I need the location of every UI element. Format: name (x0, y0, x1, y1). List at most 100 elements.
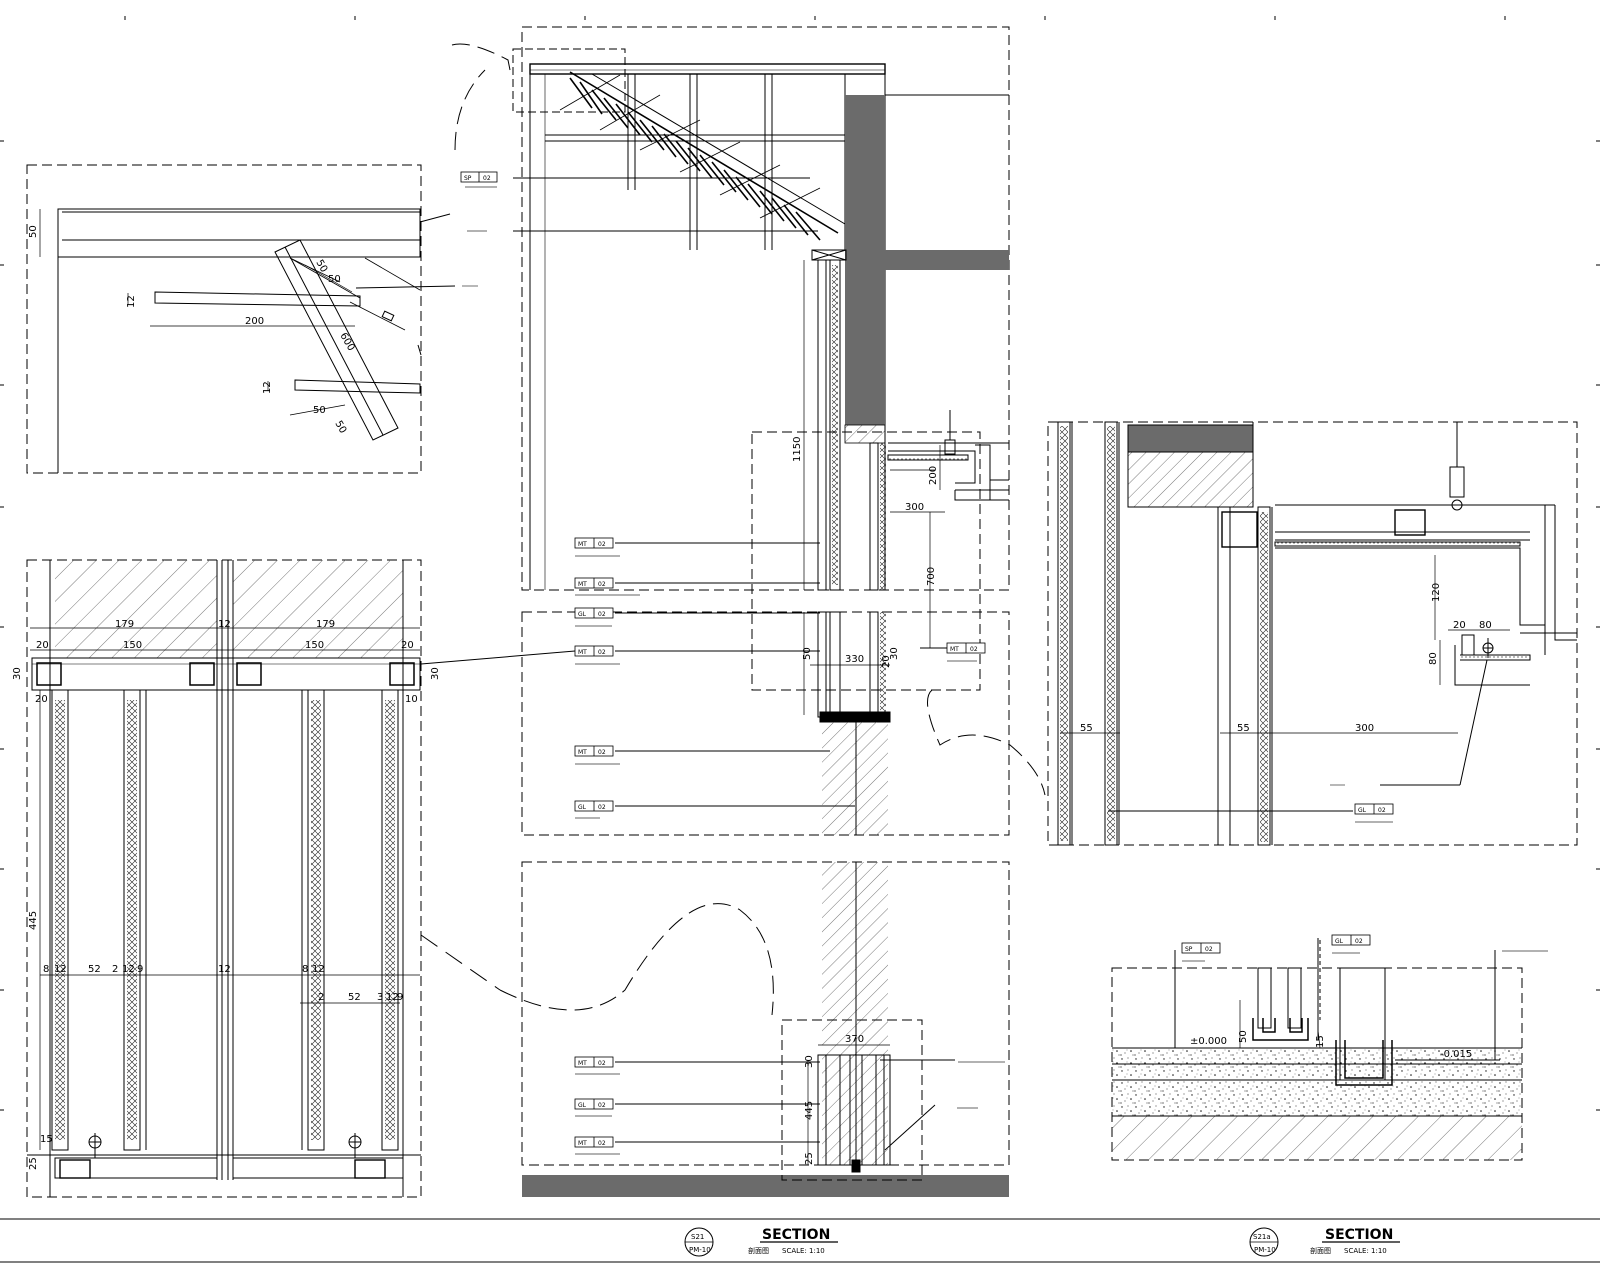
dim-text: 12 (218, 964, 231, 975)
tag-code: SP (1185, 946, 1193, 953)
dim-text: 50 (802, 647, 813, 660)
tag-code: MT (578, 1140, 587, 1147)
dim-text: 50 (313, 405, 326, 416)
dim-text: 50 (28, 225, 39, 238)
section-code: S21 (691, 1233, 704, 1241)
tag-code: GL (1358, 807, 1367, 814)
tag-code: 02 (1378, 807, 1386, 814)
tag-code: GL (578, 804, 587, 811)
louver-cross (559, 74, 821, 219)
section-sheet: PM-10 (689, 1246, 711, 1254)
detail-boundary (1047, 421, 1578, 846)
dim-text: 179 (115, 619, 134, 630)
tag-code: MT (950, 646, 959, 653)
floor-base-slab (522, 1175, 1009, 1197)
dim-text: 20 (35, 694, 48, 705)
dim-text: 30 (430, 667, 441, 680)
tag-code: 02 (598, 1060, 606, 1067)
section-scale: SCALE: 1:10 (1344, 1247, 1387, 1255)
dim-text: 200 (928, 466, 939, 485)
main-section (512, 26, 1010, 1166)
dim-text: 9 (137, 964, 143, 975)
dim-text: 52 (348, 992, 361, 1003)
dim-text: 80 (1479, 620, 1492, 631)
dim-text: 370 (845, 1034, 864, 1045)
dim-text: 15 (40, 1134, 53, 1145)
dim-text: 150 (123, 640, 142, 651)
dim-text: 12 (122, 964, 135, 975)
section-subtitle: 剖面图 (748, 1246, 769, 1255)
detail-bottom-left (26, 559, 576, 1198)
dim-text: 20 (401, 640, 414, 651)
tag-code: 02 (1355, 938, 1363, 945)
annotation-scribbles (462, 186, 1548, 1155)
dim-text: 150 (305, 640, 324, 651)
tag-code: 02 (970, 646, 978, 653)
tag-code: 02 (1205, 946, 1213, 953)
tag-code: GL (578, 611, 587, 618)
dim-text: 330 (845, 654, 864, 665)
dim-text: 8 (302, 964, 308, 975)
dim-text: 445 (804, 1101, 815, 1120)
dim-text: ±0.000 (1190, 1036, 1227, 1047)
dim-text: 15 (1315, 1035, 1326, 1048)
tag-code: GL (578, 1102, 587, 1109)
section-sheet: PM-10 (1254, 1246, 1276, 1254)
tag-code: 02 (598, 541, 606, 548)
detail-boundary (26, 164, 422, 474)
dim-text: 50 (332, 419, 348, 436)
dim-text: 8 (43, 964, 49, 975)
dim-text: 120 (1431, 583, 1442, 602)
dim-text: 200 (245, 316, 264, 327)
dim-text: 12 (386, 992, 399, 1003)
tag-code: MT (578, 541, 587, 548)
louver-fins (569, 77, 821, 241)
tag-code: SP (464, 175, 472, 182)
dim-text: 12 (54, 964, 67, 975)
dim-text: 600 (337, 331, 356, 353)
tag-code: 02 (598, 581, 606, 588)
tag-code: 02 (598, 611, 606, 618)
column-hatch (844, 424, 886, 444)
section-boundary-top (521, 26, 1010, 591)
dim-text: 2 (112, 964, 118, 975)
section-subtitle: 剖面图 (1310, 1246, 1331, 1255)
dim-text: 12 (218, 619, 231, 630)
detail-right (1047, 421, 1578, 846)
dim-text: 10 (405, 694, 418, 705)
dim-text: 9 (397, 992, 403, 1003)
dim-text: 50 (313, 258, 329, 275)
dim-text: 55 (1237, 723, 1250, 734)
dim-text: 25 (804, 1152, 815, 1165)
dim-text: 700 (926, 567, 937, 586)
dim-text: 20 (881, 655, 892, 668)
edge-ticks (0, 16, 1600, 1111)
tag-code: MT (578, 749, 587, 756)
section-scale: SCALE: 1:10 (782, 1247, 825, 1255)
dim-text: 12 (126, 295, 137, 308)
tag-code: 02 (483, 175, 491, 182)
tag-code: GL (1335, 938, 1344, 945)
floor-slab (845, 250, 1009, 270)
tag-code: MT (578, 649, 587, 656)
dim-text: 12 (262, 381, 273, 394)
dim-text: 2 (318, 992, 324, 1003)
tag-code: MT (578, 581, 587, 588)
dim-text: 179 (316, 619, 335, 630)
floor-threshold (451, 43, 923, 1181)
dim-text: 300 (1355, 723, 1374, 734)
detail-floor-channel (1111, 938, 1523, 1161)
dim-text: 30 (889, 647, 900, 660)
dim-text: 55 (1080, 723, 1093, 734)
dim-text: 52 (88, 964, 101, 975)
dim-text: 25 (28, 1157, 39, 1170)
dim-text: 445 (28, 911, 39, 930)
tag-code: 02 (598, 649, 606, 656)
material-tags (460, 171, 1394, 1148)
section-title: SECTION (1325, 1227, 1393, 1243)
dim-text: 50 (328, 274, 341, 285)
dim-text: 300 (905, 502, 924, 513)
material-tag-codes: SP 02 MT 02 MT 02 GL 02 MT 02 MT 02 MT 0… (464, 175, 1386, 1147)
section-code: S21a (1253, 1233, 1271, 1241)
